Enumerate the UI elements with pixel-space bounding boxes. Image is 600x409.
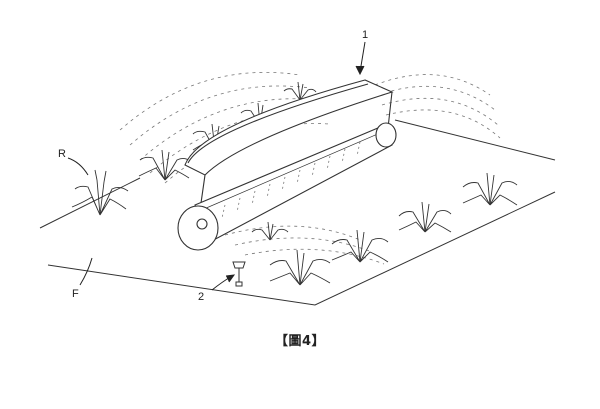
spray-right	[374, 74, 501, 139]
water-drips	[221, 141, 361, 219]
ref-label-2: 2	[198, 291, 204, 303]
sprinkler-unit	[177, 79, 397, 251]
ref-label-1: 1	[362, 29, 368, 41]
leader-lines	[67, 41, 366, 291]
ref-label-r: R	[58, 148, 66, 160]
spray-front	[224, 225, 385, 265]
field-plane	[39, 119, 556, 306]
ref-label-f: F	[72, 288, 79, 300]
figure-caption: 【圖4】	[274, 334, 326, 349]
plant-r	[71, 169, 129, 216]
soil-sensor	[232, 261, 246, 287]
